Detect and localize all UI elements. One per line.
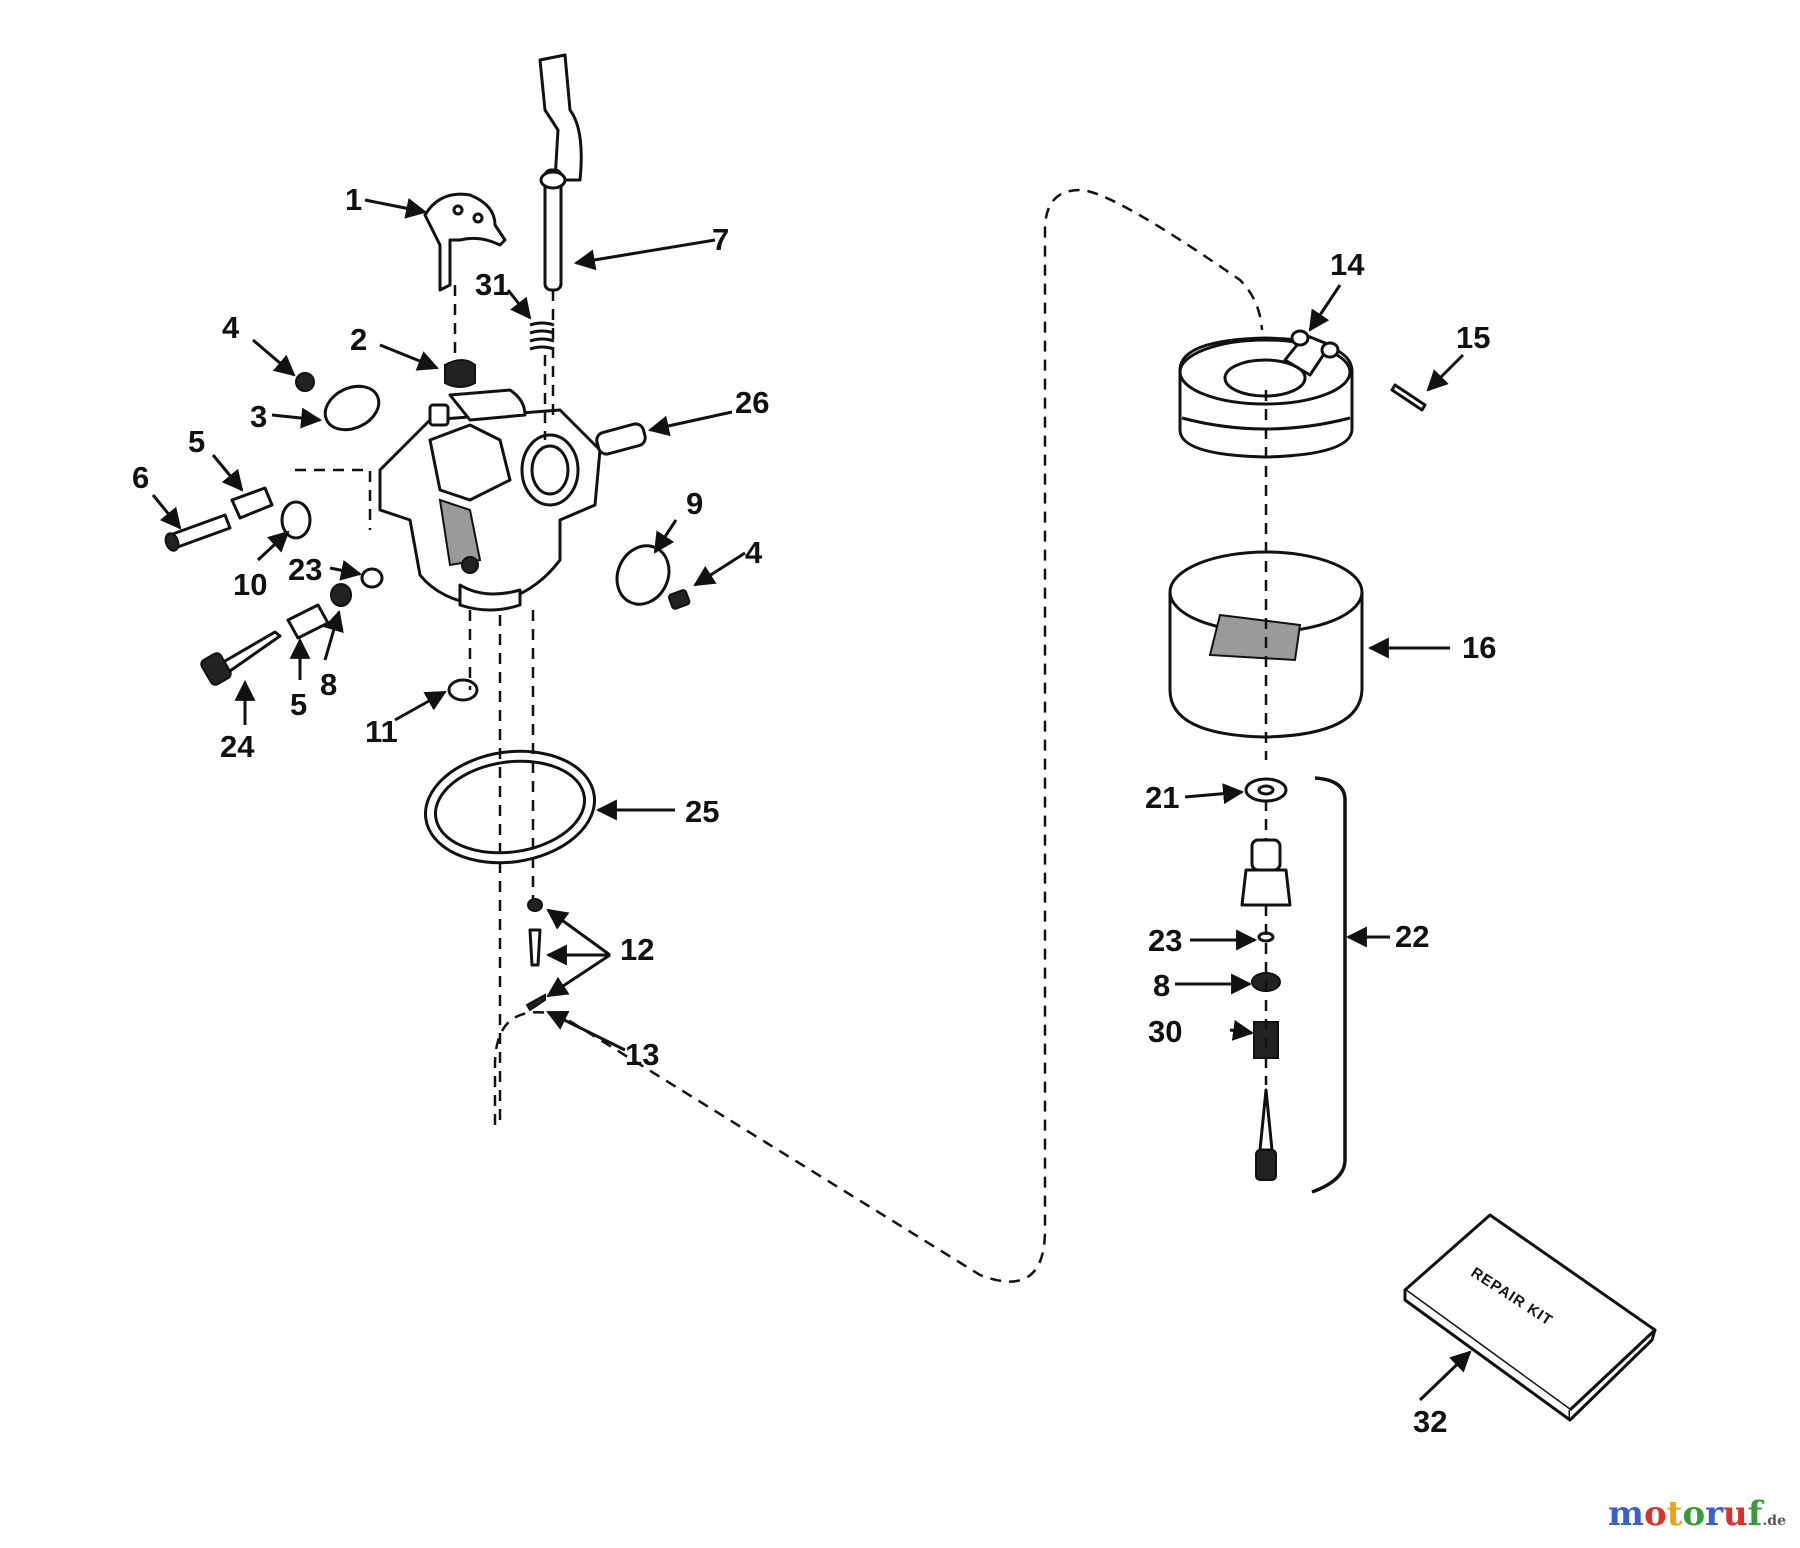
label-22: 22 — [1395, 919, 1429, 954]
label-3: 3 — [250, 399, 267, 434]
label-31: 31 — [475, 267, 509, 302]
alignment-lines-left — [295, 285, 555, 1125]
part-6-adjusting-screw — [164, 513, 232, 552]
label-4-right: 4 — [745, 535, 763, 570]
bowl-needle — [1255, 1088, 1277, 1181]
part-1-choke-lever — [423, 192, 507, 292]
part-23-washer-left — [360, 567, 384, 589]
label-12: 12 — [620, 932, 654, 967]
part-10-o-ring — [280, 500, 312, 540]
label-2: 2 — [350, 322, 367, 357]
label-11: 11 — [365, 714, 398, 749]
part-2-spring — [444, 359, 476, 388]
label-5-lower: 5 — [290, 687, 307, 722]
label-16: 16 — [1462, 630, 1496, 665]
part-21-washer — [1244, 777, 1288, 803]
label-23-right: 23 — [1148, 923, 1182, 958]
part-3-choke-plate — [323, 384, 381, 432]
label-1: 1 — [345, 182, 362, 217]
float-assembly-dashed-connector — [493, 188, 1264, 1283]
callout-labels: 1 7 31 2 4 3 26 5 6 9 4 10 23 8 5 24 11 … — [132, 182, 1496, 1439]
part-31-spring — [529, 321, 555, 351]
label-10: 10 — [233, 567, 267, 602]
part-5-spring-upper — [230, 486, 274, 520]
label-26: 26 — [735, 385, 769, 420]
bowl-nut-fitting — [1240, 838, 1292, 907]
label-6: 6 — [132, 460, 149, 495]
part-7-throttle-shaft — [538, 53, 583, 292]
part-32-repair-kit: REPAIR KIT — [1403, 1213, 1657, 1422]
part-25-bowl-gasket — [423, 749, 597, 865]
part-12-seat — [527, 898, 543, 912]
label-25: 25 — [685, 794, 719, 829]
part-4-screw-top — [295, 372, 315, 392]
part-5-spring-lower — [286, 603, 330, 640]
label-14: 14 — [1330, 247, 1365, 282]
part-26-fuel-fitting — [595, 422, 647, 456]
label-24: 24 — [220, 729, 255, 764]
watermark-logo: motoruf.de — [1608, 1494, 1786, 1534]
part-15-float-pin — [1390, 383, 1427, 412]
part-13-clip — [525, 993, 546, 1012]
label-13: 13 — [625, 1037, 659, 1072]
label-23-left: 23 — [288, 552, 322, 587]
label-7: 7 — [712, 222, 729, 257]
label-15: 15 — [1456, 320, 1490, 355]
part-11-welch-plug — [447, 678, 479, 702]
label-5-upper: 5 — [188, 424, 205, 459]
label-32: 32 — [1413, 1404, 1447, 1439]
part-12-needle — [528, 928, 542, 967]
leader-lines — [151, 197, 1472, 1402]
label-8-left: 8 — [320, 667, 337, 702]
part-4-screw-right — [667, 589, 691, 610]
part-24-needle-valve — [200, 630, 282, 686]
part-9-throttle-plate — [615, 544, 671, 606]
label-21: 21 — [1145, 780, 1179, 815]
label-8-right: 8 — [1153, 968, 1170, 1003]
part-8-packing-left — [330, 583, 352, 607]
part-22-bracket — [1311, 776, 1347, 1194]
label-4-top: 4 — [222, 310, 240, 345]
carburetor-body — [378, 388, 602, 612]
label-9: 9 — [686, 486, 703, 521]
label-30: 30 — [1148, 1014, 1182, 1049]
